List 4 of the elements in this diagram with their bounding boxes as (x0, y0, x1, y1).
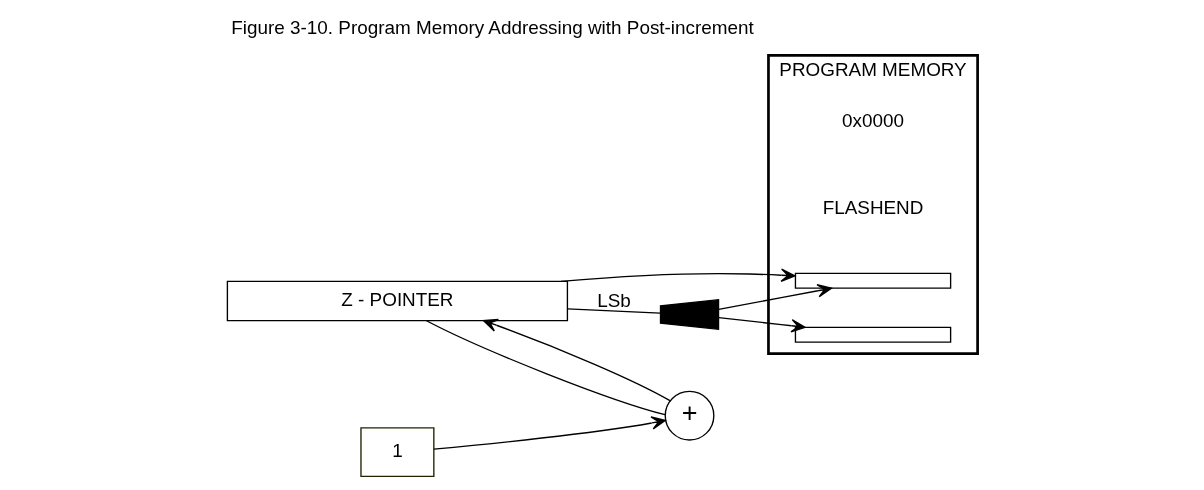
node-label: FLASHEND (822, 197, 923, 219)
node-label: 0x0000 (841, 109, 904, 131)
diagram-title: Figure 3-10. Program Memory Addressing with Post-increment (230, 17, 754, 39)
edge-label: LSb (596, 289, 631, 311)
